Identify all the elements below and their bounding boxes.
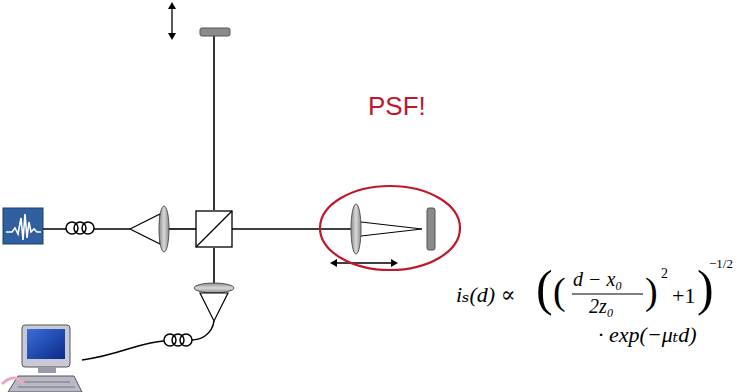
psf-highlight xyxy=(320,186,460,270)
objective-lens xyxy=(351,204,361,254)
equation-exponent: −1/2 xyxy=(709,257,733,272)
reference-arrow xyxy=(168,2,176,40)
equation-paren: ( xyxy=(536,260,553,318)
beam-splitter xyxy=(196,211,232,247)
callout-label: PSF! xyxy=(368,92,426,122)
beam-path xyxy=(169,36,351,283)
light-source-icon xyxy=(3,208,43,244)
reference-mirror xyxy=(200,28,230,36)
equation-paren: ) xyxy=(645,270,658,314)
equation-exponent: 2 xyxy=(661,266,668,282)
scan-arrow xyxy=(330,259,398,267)
fiber-detector xyxy=(82,321,214,360)
fraction-bar xyxy=(572,293,643,294)
equation-term: · exp(−μₜd) xyxy=(598,322,697,347)
computer-icon xyxy=(8,325,82,392)
collimator-cone xyxy=(130,214,160,244)
equation-paren: ( xyxy=(553,270,566,314)
collimator-lens xyxy=(159,206,169,252)
equation-term: +1 xyxy=(672,283,695,308)
equation-numerator: d − x₀ xyxy=(573,268,622,291)
corner-swirl xyxy=(2,378,24,384)
fiber-source xyxy=(43,222,130,234)
detection-cone xyxy=(200,293,228,321)
equation-term: iₛ(d) ∝ xyxy=(456,282,516,307)
detection-lens xyxy=(194,283,234,293)
sample xyxy=(427,208,435,250)
focus-cone xyxy=(361,222,422,236)
equation-denominator: 2z₀ xyxy=(589,295,614,318)
